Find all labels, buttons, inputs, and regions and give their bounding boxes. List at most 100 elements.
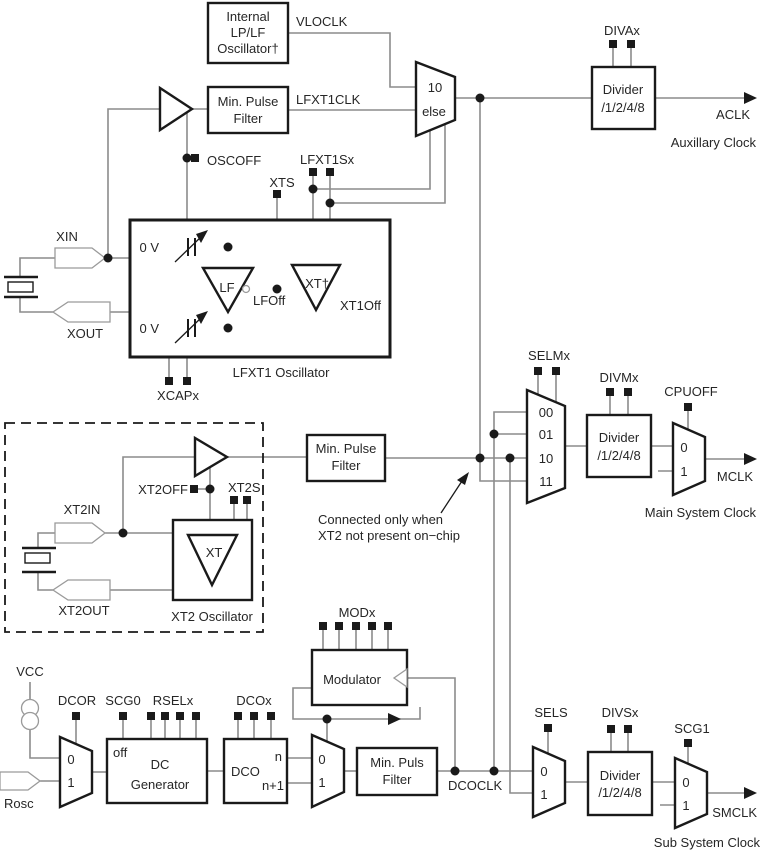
mclk-wires xyxy=(651,445,746,472)
junction-dot xyxy=(475,93,485,103)
modulator-label: Modulator xyxy=(323,672,381,687)
sels-pin xyxy=(544,724,552,732)
sels-mux xyxy=(531,745,567,819)
xt2s-pin xyxy=(243,496,251,504)
diva-pin-stems xyxy=(612,48,632,67)
filter3-label-1: Min. Puls xyxy=(370,755,424,770)
cpuoff-mux-0: 0 xyxy=(680,440,687,455)
scg0-rselx-stems xyxy=(122,720,197,739)
rselx-pin xyxy=(161,712,169,720)
rselx-pin xyxy=(176,712,184,720)
scg0-pin xyxy=(119,712,127,720)
divm-pin xyxy=(624,388,632,396)
junction-dot xyxy=(322,714,332,724)
oscoff-wire xyxy=(186,112,191,220)
dcgen-off-label: off xyxy=(113,745,128,760)
vloclk-wire xyxy=(288,32,416,88)
divs-pin-stems xyxy=(610,733,629,752)
aclk-divider-label-1: Divider xyxy=(603,82,644,97)
junction-dot xyxy=(450,766,460,776)
xt-inverter xyxy=(290,263,342,313)
selm-pin xyxy=(534,367,542,375)
xt2-inverter-label: XT xyxy=(206,545,223,560)
xin-label: XIN xyxy=(56,229,78,244)
xt2out-label: XT2OUT xyxy=(58,603,109,618)
divs-pin xyxy=(607,725,615,733)
filter1-label-2: Filter xyxy=(234,111,264,126)
dco-box xyxy=(222,737,289,805)
oscoff-label: OSCOFF xyxy=(207,153,261,168)
oscoff-pin xyxy=(191,154,199,162)
modulator-clock-wire xyxy=(407,677,456,771)
min-pulse-filter-box-1 xyxy=(206,85,290,135)
lfxt1clk-label: LFXT1CLK xyxy=(296,92,361,107)
modulator-feedback-arrowhead xyxy=(388,713,401,725)
lfxt1-oscillator-box xyxy=(128,218,392,359)
scg0-label: SCG0 xyxy=(105,693,140,708)
note-line-1: Connected only when xyxy=(318,512,443,527)
dcoclk-label: DCOCLK xyxy=(448,778,503,793)
scg1-label: SCG1 xyxy=(674,721,709,736)
scg1-mux-0: 0 xyxy=(682,775,689,790)
crystal2-wires xyxy=(37,532,173,591)
xts-label: XTS xyxy=(269,175,295,190)
xt2in-pad xyxy=(54,522,107,544)
dcox-pin xyxy=(267,712,275,720)
dcor-mux xyxy=(58,735,94,809)
rselx-label: RSELx xyxy=(153,693,194,708)
xout-pad xyxy=(51,301,111,323)
diva-pin xyxy=(609,40,617,48)
note-arrow-line xyxy=(440,480,463,514)
dcor-mux-1: 1 xyxy=(67,775,74,790)
lfxt1-caption: LFXT1 Oscillator xyxy=(233,365,330,380)
smclk-divider-label-2: /1/2/4/8 xyxy=(598,785,641,800)
divmx-label: DIVMx xyxy=(600,370,640,385)
diva-pin xyxy=(627,40,635,48)
dcox-stems xyxy=(237,720,272,739)
scg1-pin xyxy=(684,739,692,747)
cap-bars-top xyxy=(187,238,196,256)
cap-arrow-top-head xyxy=(196,230,208,243)
xt2-dashed-region xyxy=(4,422,264,633)
vcc-label: VCC xyxy=(16,664,43,679)
selmx-label: SELMx xyxy=(528,348,570,363)
aclk-label: ACLK xyxy=(716,107,750,122)
junction-dot xyxy=(308,184,318,194)
dco-tap-mux xyxy=(310,733,346,809)
cpuoff-label: CPUOFF xyxy=(664,384,718,399)
selm-pin-stems xyxy=(537,375,557,402)
vcc-wire xyxy=(29,682,60,759)
note-arrow xyxy=(440,472,469,514)
junction-dot xyxy=(489,766,499,776)
zero-volt-bottom-label: 0 V xyxy=(139,321,159,336)
note-arrow-head xyxy=(457,472,469,485)
dco-output-wires xyxy=(287,757,312,784)
internal-osc-label-3: Oscillator† xyxy=(217,41,278,56)
internal-osc-label-2: LP/LF xyxy=(231,25,266,40)
cpuoff-pin xyxy=(684,403,692,411)
crystal1-wires xyxy=(19,257,130,313)
crystal2-body xyxy=(24,552,51,564)
scg1-mux xyxy=(673,756,709,830)
internal-osc-label-1: Internal xyxy=(226,9,269,24)
sels-mux-1: 1 xyxy=(540,787,547,802)
lfxt1sx-label: LFXT1Sx xyxy=(300,152,355,167)
mclk-caption: Main System Clock xyxy=(645,505,757,520)
filter2-label-1: Min. Pulse xyxy=(316,441,377,456)
xt2-inverter xyxy=(186,533,239,588)
aclk-divider-label-2: /1/2/4/8 xyxy=(601,100,644,115)
cap-arrow-top-line xyxy=(174,234,204,263)
lfoff-label: LFOff xyxy=(253,293,286,308)
smclk-caption: Sub System Clock xyxy=(654,835,760,850)
text-labels: Internal LP/LF Oscillator† VLOCLK Min. P… xyxy=(4,9,760,850)
junction-dot xyxy=(223,242,233,252)
aclk-caption: Auxillary Clock xyxy=(671,135,757,150)
mclk-divider-label-1: Divider xyxy=(599,430,640,445)
aclk-divider-box xyxy=(590,65,657,131)
crystal2-plates xyxy=(22,546,56,574)
selm-input-10: 10 xyxy=(539,451,553,466)
mclk-label: MCLK xyxy=(717,469,753,484)
min-pulse-filter-box-2 xyxy=(305,433,387,483)
